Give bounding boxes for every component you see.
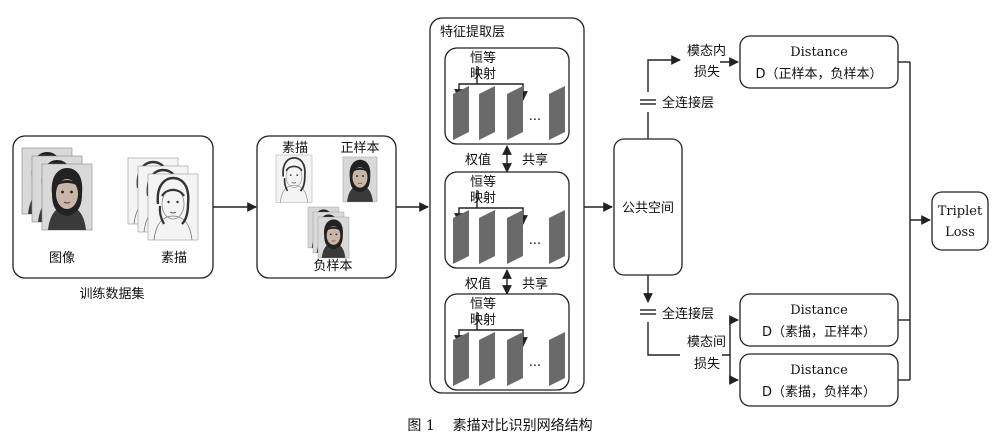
identity-mapping-top-2: 映射	[470, 66, 496, 82]
loss-connectors	[898, 61, 931, 381]
training-dataset-title: 训练数据集	[79, 286, 144, 302]
intra-loss-line2: 损失	[694, 65, 720, 80]
distance-box-2: Distance D（素描，正样本）	[739, 293, 899, 347]
triplet-sketch-label: 素描	[282, 141, 308, 156]
negative-sample-stack	[307, 206, 350, 259]
training-dataset-group: 图像 素描 训练数据集	[12, 135, 214, 302]
inter-loss-line2: 损失	[694, 357, 720, 372]
feature-module-middle: 恒等 映射 ...	[445, 172, 569, 268]
identity-mapping-bot-1: 恒等	[470, 296, 496, 312]
share-label-top: 共享	[522, 152, 548, 168]
share-label-bottom: 共享	[522, 276, 548, 292]
photo-stack	[21, 147, 93, 231]
identity-mapping-top-1: 恒等	[470, 50, 496, 66]
lower-branch: 全连接层 模态间 损失	[640, 275, 739, 385]
dots-middle: ...	[529, 233, 541, 248]
dots-top: ...	[529, 109, 541, 124]
triplet-loss-box	[931, 191, 989, 251]
fc-label-top: 全连接层	[662, 95, 714, 111]
triplet-group: 素描 正样本 负样本	[256, 135, 397, 279]
upper-branch: 全连接层 模态内 损失	[640, 43, 739, 139]
dots-bottom: ...	[529, 355, 541, 370]
feature-extraction-title: 特征提取层	[440, 24, 505, 40]
sketch-stack	[126, 156, 200, 242]
distance-title-1: Distance	[790, 45, 848, 60]
common-space-label: 公共空间	[622, 201, 674, 216]
identity-mapping-mid-1: 恒等	[470, 174, 496, 190]
fc-label-bottom: 全连接层	[662, 306, 714, 322]
inter-loss-line1: 模态间	[687, 335, 726, 350]
dataset-sketch-label: 素描	[161, 251, 187, 266]
distance-formula-3: D（素描，负样本）	[762, 385, 876, 400]
weight-label-top: 权值	[465, 152, 491, 168]
distance-formula-2: D（素描，正样本）	[762, 325, 876, 340]
distance-box-1: Distance D（正样本，负样本）	[739, 35, 899, 89]
feature-module-top: 恒等 映射 ...	[445, 48, 569, 144]
feature-module-bottom: 恒等 映射 ...	[445, 294, 569, 390]
triplet-loss-line2: Loss	[945, 225, 975, 240]
distance-title-2: Distance	[790, 303, 848, 318]
triplet-sketch-image	[275, 154, 313, 204]
intra-loss-line1: 模态内	[687, 43, 726, 59]
figure-caption: 图 1 素描对比识别网络结构	[407, 418, 592, 434]
distance-box-3: Distance D（素描，负样本）	[739, 353, 899, 407]
weight-label-bottom: 权值	[465, 276, 491, 292]
positive-sample-label: 正样本	[340, 141, 379, 156]
image-label: 图像	[49, 251, 75, 266]
identity-mapping-mid-2: 映射	[470, 190, 496, 206]
negative-sample-label: 负样本	[313, 259, 352, 274]
positive-sample-image	[342, 156, 378, 203]
distance-formula-1: D（正样本，负样本）	[755, 67, 882, 82]
identity-mapping-bot-2: 映射	[470, 312, 496, 328]
triplet-loss-line1: Triplet	[938, 204, 983, 219]
feature-extraction-group: 特征提取层 恒等 映射 ... 权值 共享 恒等 映射 ... 权值 共享 恒等…	[429, 17, 585, 394]
distance-title-3: Distance	[790, 363, 848, 378]
